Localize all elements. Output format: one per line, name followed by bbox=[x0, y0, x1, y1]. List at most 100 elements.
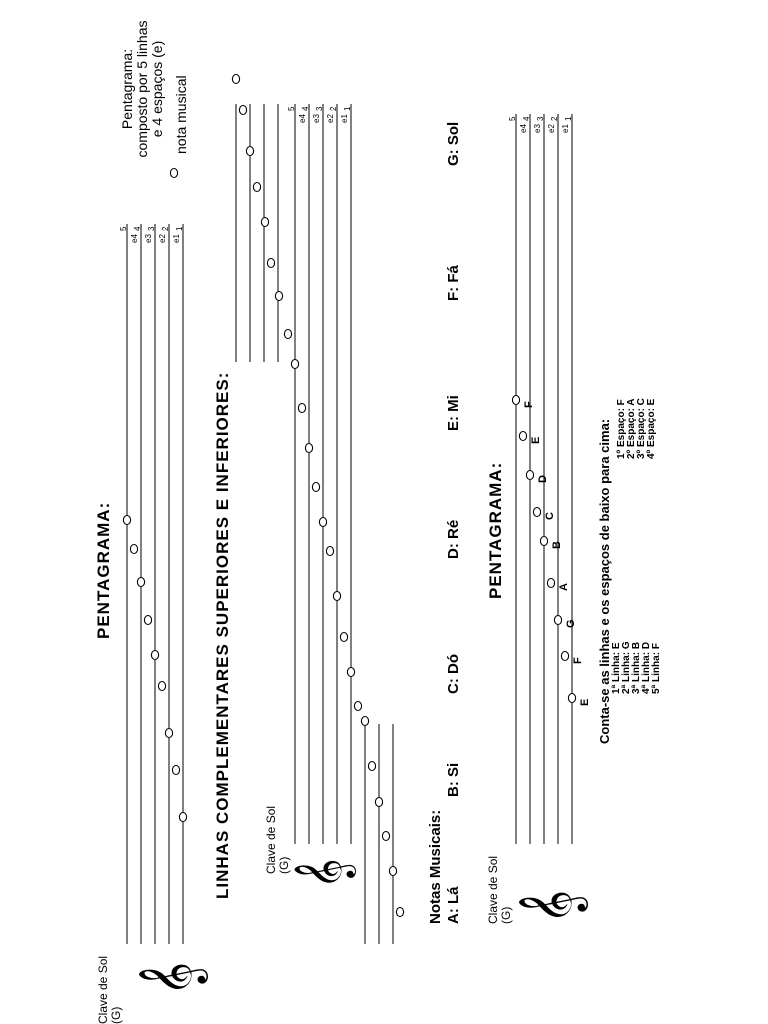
note-head bbox=[252, 181, 262, 193]
space-label: e1 bbox=[340, 114, 349, 123]
line-item: 5ª Linha: F bbox=[651, 643, 662, 694]
page-title: PENTAGRAMA: bbox=[94, 501, 113, 639]
note-head bbox=[525, 469, 535, 481]
note-head bbox=[157, 680, 167, 692]
note-head bbox=[360, 715, 370, 727]
complementary-title: LINHAS COMPLEMENTARES SUPERIORES E INFER… bbox=[213, 371, 232, 899]
line-number-label: 4 bbox=[133, 226, 142, 231]
space-label: e2 bbox=[158, 234, 167, 243]
note-head bbox=[274, 290, 284, 302]
space-label: e4 bbox=[130, 234, 139, 243]
note-c: C: Dó bbox=[445, 654, 462, 694]
space-label: e3 bbox=[533, 124, 542, 133]
treble-clef-icon: 𝄞 bbox=[137, 961, 205, 996]
legend-note-label: nota musical bbox=[173, 75, 189, 154]
note-head bbox=[283, 328, 293, 340]
note-head bbox=[388, 865, 398, 877]
note-letter-label: C bbox=[544, 512, 556, 520]
note-head bbox=[339, 631, 349, 643]
note-letter-label: B bbox=[551, 541, 563, 549]
note-letter-label: A bbox=[558, 583, 570, 591]
line-number-label: 2 bbox=[550, 116, 559, 121]
space-label: e3 bbox=[312, 114, 321, 123]
note-letter-label: D bbox=[537, 475, 549, 483]
note-head bbox=[129, 543, 139, 555]
space-label: e1 bbox=[561, 124, 570, 133]
note-a: A: Lá bbox=[445, 886, 462, 925]
legend: Pentagrama: composto por 5 linhas e 4 es… bbox=[119, 0, 165, 184]
note-head bbox=[260, 216, 270, 228]
line-number-label: 5 bbox=[119, 226, 128, 231]
space-item: 4º Espaço: E bbox=[646, 398, 657, 459]
count-title: Conta-se as linhas e os espaços de baixo… bbox=[597, 418, 612, 744]
legend-line2: e 4 espaços (e) bbox=[149, 40, 165, 138]
note-letter-label: F bbox=[572, 657, 584, 664]
note-b: B: Si bbox=[445, 762, 462, 797]
note-head bbox=[290, 358, 300, 370]
clef-label-3: Clave de Sol (G) bbox=[486, 855, 513, 924]
note-head bbox=[143, 614, 153, 626]
space-label: e2 bbox=[547, 124, 556, 133]
note-head bbox=[297, 402, 307, 414]
space-label: e2 bbox=[326, 114, 335, 123]
lines-list: 1ª Linha: E 2ª Linha: G 3ª Linha: B 4ª L… bbox=[611, 641, 662, 694]
line-number-label: 3 bbox=[536, 116, 545, 121]
note-head bbox=[304, 442, 314, 454]
note-head bbox=[567, 692, 577, 704]
line-number-label: 2 bbox=[329, 106, 338, 111]
legend-heading: Pentagrama: bbox=[119, 48, 135, 130]
line-number-label: 3 bbox=[315, 106, 324, 111]
legend-line1: composto por 5 linhas bbox=[134, 20, 150, 158]
note-head bbox=[511, 394, 521, 406]
treble-clef-icon: 𝄞 bbox=[517, 889, 585, 924]
note-head bbox=[395, 906, 405, 918]
space-label: e4 bbox=[519, 124, 528, 133]
note-head bbox=[164, 727, 174, 739]
note-head bbox=[346, 666, 356, 678]
note-head bbox=[136, 576, 146, 588]
line-number-label: 1 bbox=[343, 106, 352, 111]
space-label: e3 bbox=[144, 234, 153, 243]
note-head bbox=[553, 614, 563, 626]
note-e: E: Mi bbox=[445, 395, 462, 431]
note-letter-label: E bbox=[530, 437, 542, 444]
note-head bbox=[381, 830, 391, 842]
clef-label-2: Clave de Sol (G) bbox=[264, 805, 291, 874]
note-head bbox=[532, 506, 542, 518]
line-number-label: 5 bbox=[287, 106, 296, 111]
line-number-label: 2 bbox=[161, 226, 170, 231]
line-number-label: 4 bbox=[301, 106, 310, 111]
note-head bbox=[245, 145, 255, 157]
notes-heading: Notas Musicais: bbox=[427, 809, 444, 924]
space-label: e4 bbox=[298, 114, 307, 123]
note-head bbox=[374, 796, 384, 808]
space-label: e1 bbox=[172, 234, 181, 243]
note-head bbox=[546, 577, 556, 589]
treble-clef-icon: 𝄞 bbox=[294, 858, 354, 889]
note-head bbox=[325, 545, 335, 557]
note-head bbox=[518, 430, 528, 442]
note-head bbox=[171, 764, 181, 776]
pentagrama2-title: PENTAGRAMA: bbox=[486, 461, 505, 599]
note-head bbox=[178, 811, 188, 823]
note-head bbox=[238, 104, 248, 116]
note-letter-label: E bbox=[579, 699, 591, 706]
note-letter-label: F bbox=[523, 401, 535, 408]
note-head bbox=[318, 516, 328, 528]
note-head bbox=[560, 650, 570, 662]
note-g: G: Sol bbox=[445, 121, 462, 166]
note-head bbox=[353, 700, 363, 712]
note-head bbox=[332, 590, 342, 602]
line-number-label: 4 bbox=[522, 116, 531, 121]
clef-label-1: Clave de Sol (G) bbox=[96, 955, 123, 1024]
note-head bbox=[539, 535, 549, 547]
note-f: F: Fá bbox=[445, 265, 462, 301]
note-head bbox=[311, 481, 321, 493]
line-number-label: 1 bbox=[564, 116, 573, 121]
note-head bbox=[231, 73, 241, 85]
note-letter-label: G bbox=[565, 619, 577, 628]
note-head bbox=[122, 514, 132, 526]
line-number-label: 1 bbox=[175, 226, 184, 231]
